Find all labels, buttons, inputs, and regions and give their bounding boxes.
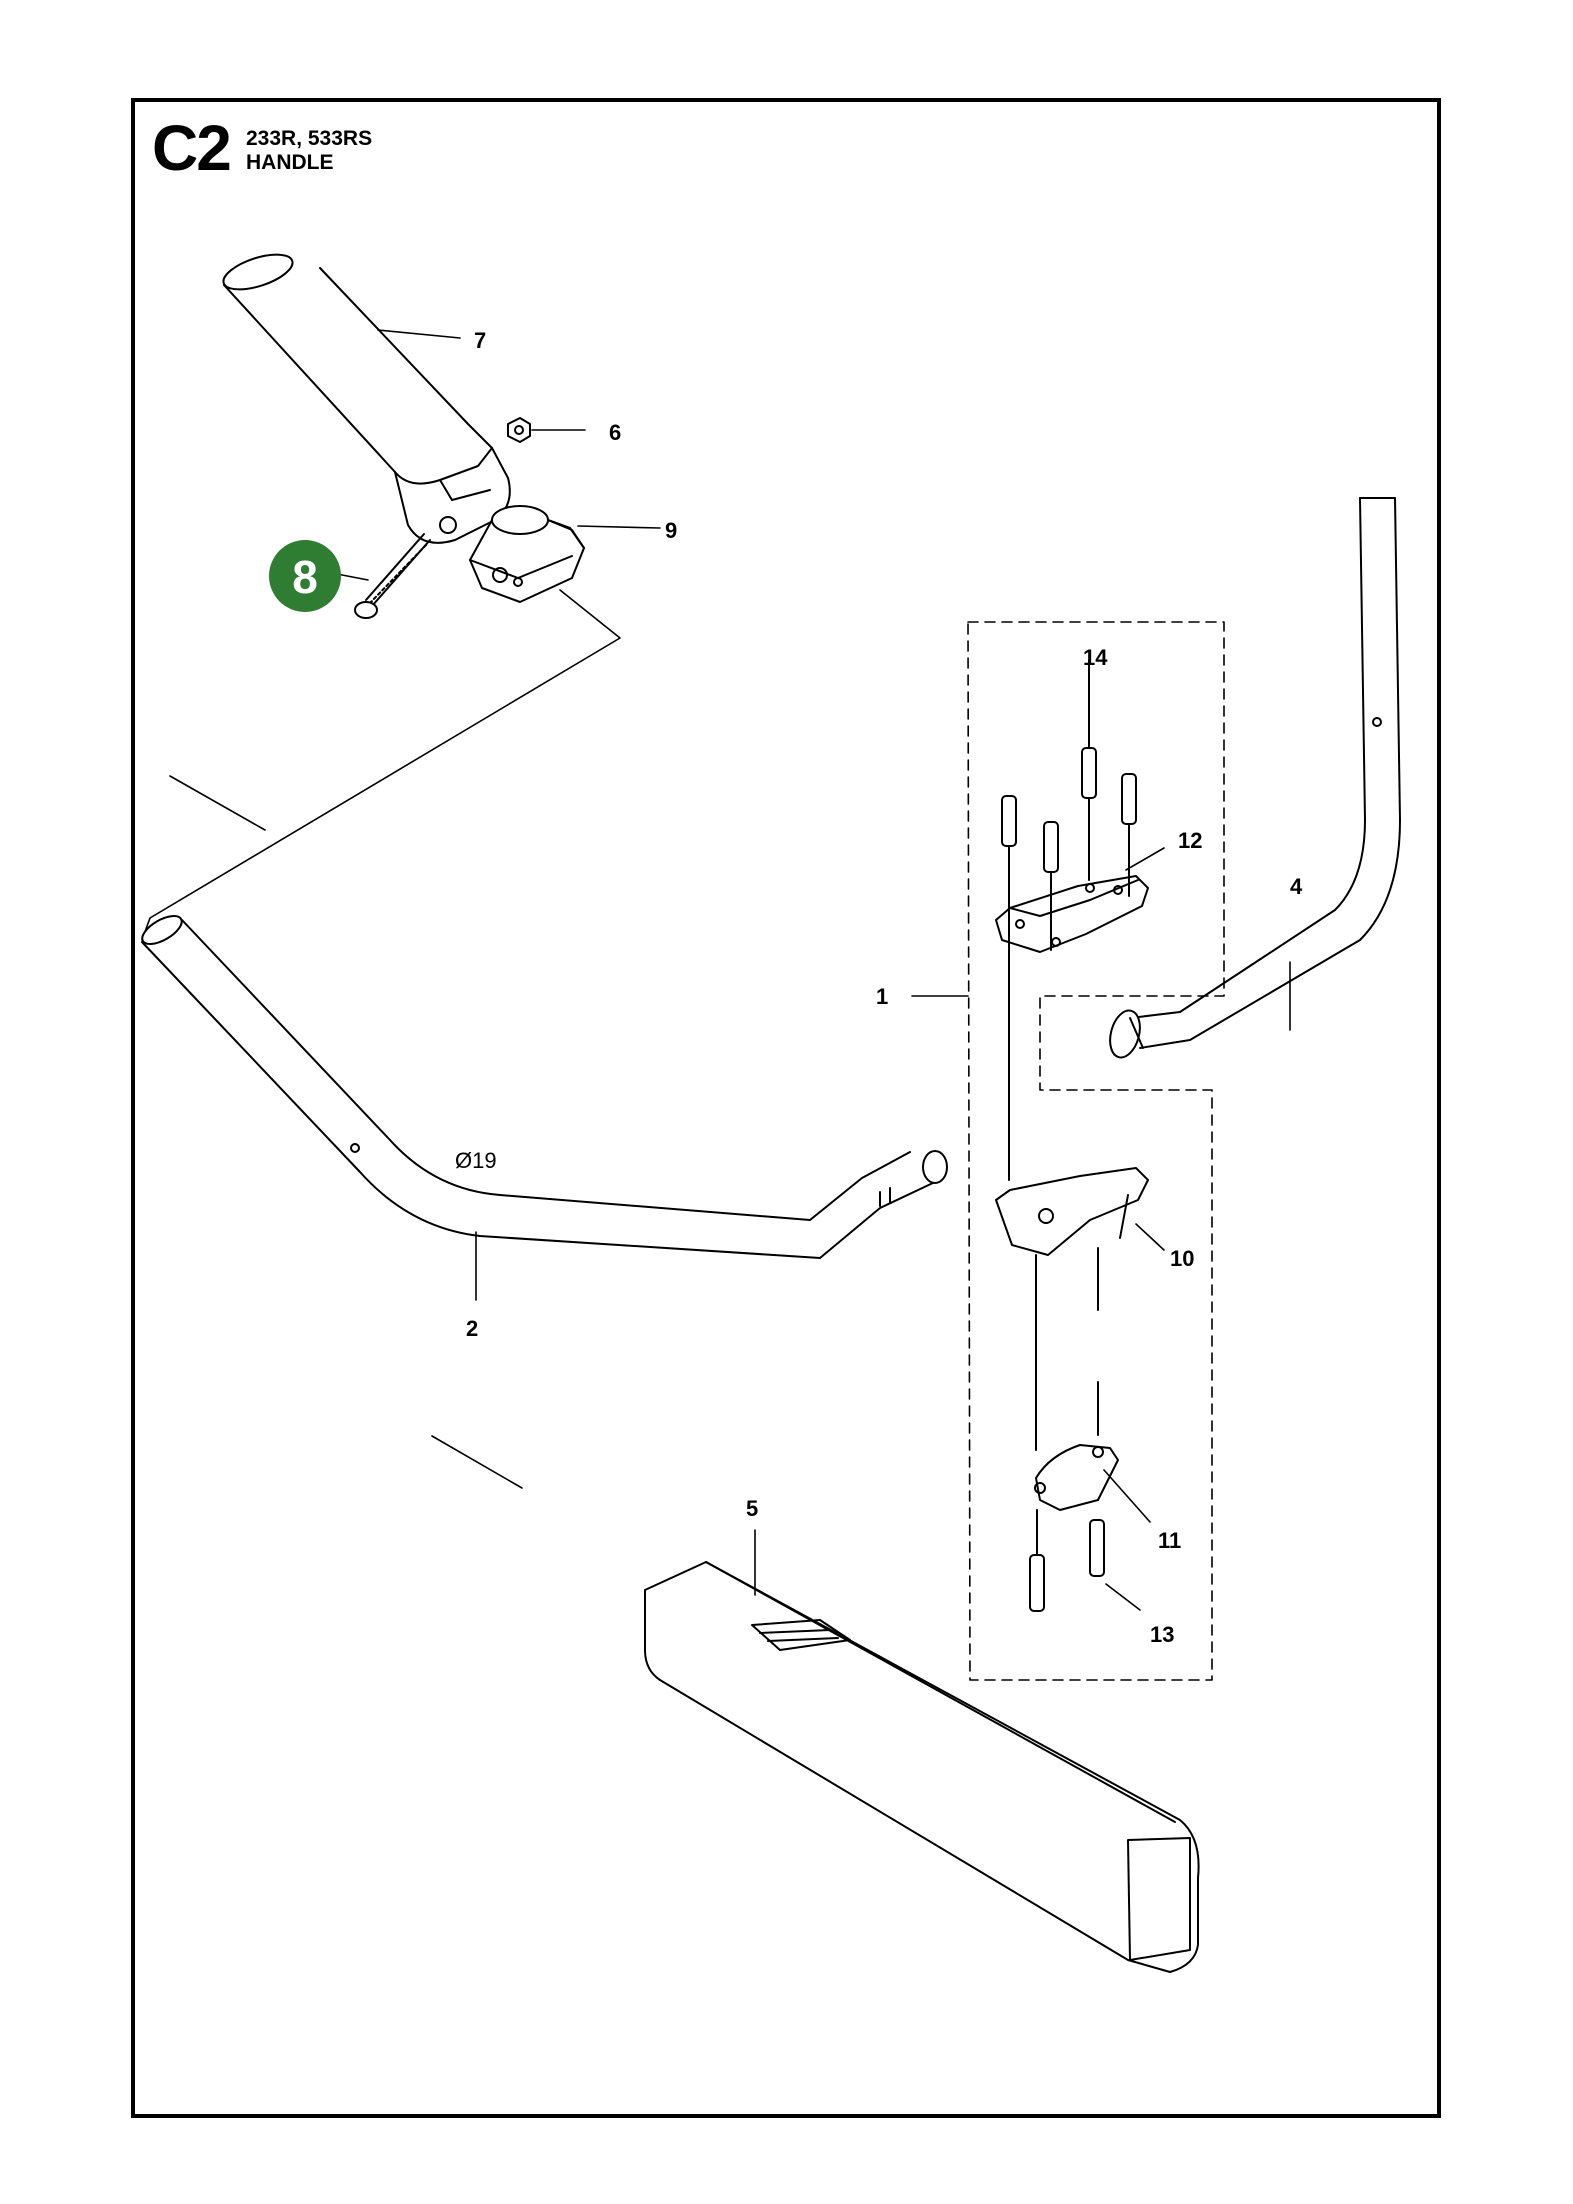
section-code: C2 (152, 112, 232, 184)
assembly-group-1 (967, 621, 1225, 1681)
nut-part-6 (507, 417, 531, 443)
callout-11: 11 (1158, 1528, 1181, 1553)
callout-6: 6 (609, 420, 621, 445)
grip-part-7 (222, 253, 511, 544)
clamp-part-9 (469, 505, 585, 603)
model-numbers: 233R, 533RS (246, 127, 373, 150)
callout-12: 12 (1178, 828, 1202, 853)
screws-part-14 (1001, 659, 1137, 1181)
section-title: HANDLE (246, 151, 334, 174)
callout-4: 4 (1290, 874, 1303, 899)
handlebar-part-4 (1109, 497, 1401, 1059)
callout-2: 2 (466, 1316, 478, 1341)
callout-14: 14 (1083, 645, 1108, 670)
callout-13: 13 (1150, 1622, 1174, 1647)
handlebar-part-2 (141, 915, 948, 1259)
highlight-number: 8 (292, 551, 318, 603)
cover-part-5 (644, 1561, 1200, 1973)
page-frame (131, 98, 1441, 2118)
callout-7: 7 (474, 328, 486, 353)
exploded-guide-plane (141, 589, 621, 941)
callout-9: 9 (665, 518, 677, 543)
screw-part-8 (354, 533, 431, 619)
highlight-badge-8[interactable]: 8 (269, 540, 341, 612)
diameter-label: Ø19 (455, 1148, 497, 1173)
clamp-half-part-12 (995, 875, 1149, 953)
highlight-circle (269, 540, 341, 612)
clamp-half-part-10 (995, 1167, 1149, 1311)
screws-part-13 (1029, 1509, 1105, 1612)
callout-5: 5 (746, 1496, 758, 1521)
bracket-part-11 (1034, 1254, 1119, 1511)
callout-10: 10 (1170, 1246, 1194, 1271)
callout-1: 1 (876, 984, 888, 1009)
